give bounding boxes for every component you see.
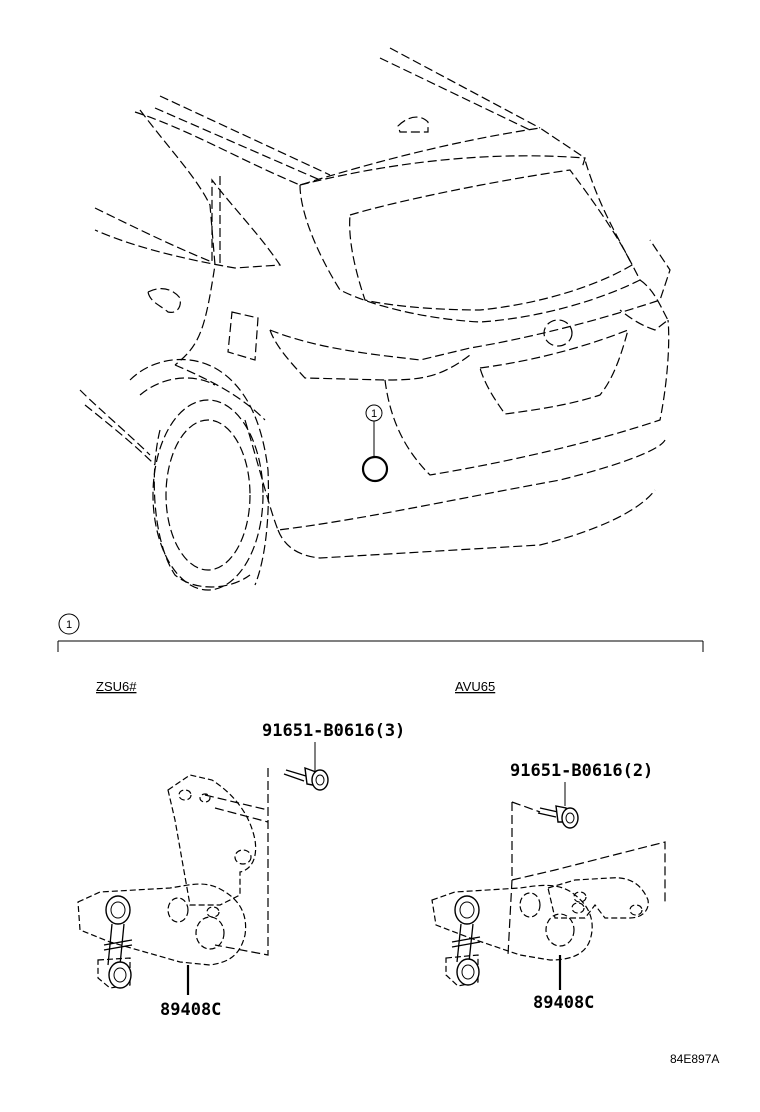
section-callout-number: 1 [66,619,72,631]
variant-code-left: ZSU6# [96,679,137,694]
vehicle-rear-illustration [79,47,671,591]
sensor-location-marker [361,404,389,483]
sensor-part-number-left: 89408C [160,1000,221,1020]
vehicle-callout-number: 1 [371,408,377,420]
variant-code-right: AVU65 [455,679,495,694]
section-bracket [57,613,704,652]
bolt-icon [283,766,329,791]
height-sensor-part-right [431,782,666,990]
bolt-part-number-right: 91651-B0616(2) [510,761,653,781]
diagram-reference-code: 84E897A [670,1052,719,1066]
sensor-part-number-right: 89408C [533,993,594,1013]
height-sensor-part-left [77,742,329,995]
bolt-icon [537,805,579,829]
bolt-part-number-left: 91651-B0616(3) [262,721,405,741]
